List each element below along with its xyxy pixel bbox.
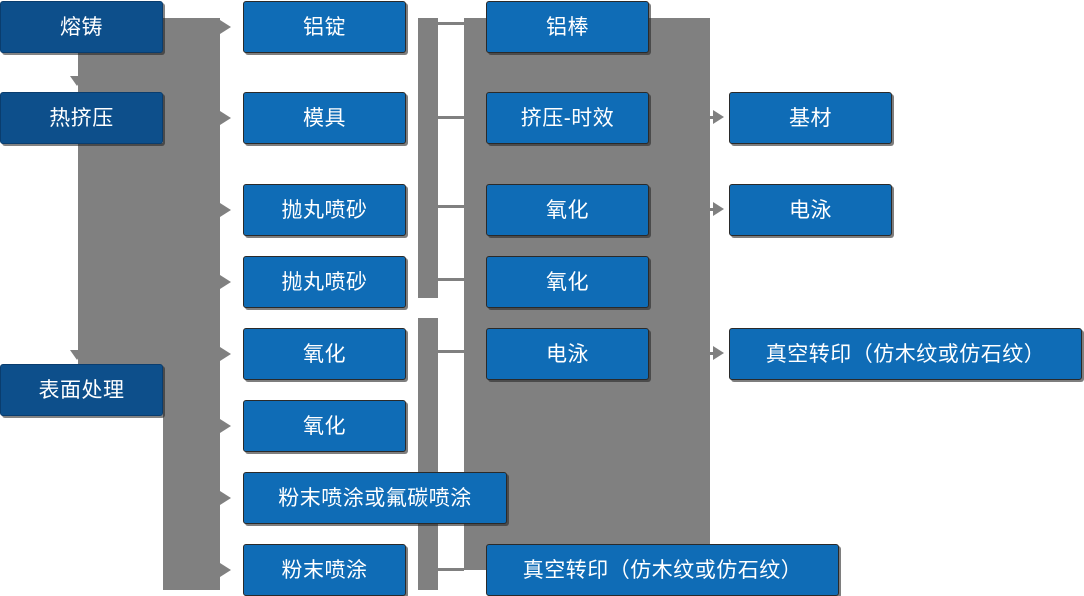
connector-arrow-to-reji (70, 76, 84, 86)
input-label-7: 粉末喷涂 (281, 558, 368, 582)
tie-line-2 (438, 205, 464, 208)
tie-line-1 (438, 116, 464, 119)
output-box-zhenkongzhuanyin[interactable]: 真空转印（仿木纹或仿石纹） (729, 328, 1082, 380)
process-box-dianyong[interactable]: 电泳 (486, 328, 649, 380)
output-label-2: 真空转印（仿木纹或仿石纹） (765, 342, 1046, 366)
arrow-to-output-1 (713, 202, 724, 216)
process-label-4: 电泳 (546, 342, 589, 366)
arrow-to-input-1 (220, 111, 231, 125)
tie-line-0 (438, 22, 464, 25)
input-label-1: 模具 (303, 106, 346, 130)
input-box-lvding[interactable]: 铝锭 (243, 1, 406, 53)
output-box-jicai[interactable]: 基材 (729, 92, 892, 144)
input-label-2: 抛丸喷砂 (281, 198, 368, 222)
stick-to-output-1 (703, 208, 715, 211)
output-box-dianyong[interactable]: 电泳 (729, 184, 892, 236)
arrow-to-input-6 (220, 491, 231, 505)
input-label-5: 氧化 (303, 414, 346, 438)
connector-stub-biaomian (163, 388, 185, 392)
process-box-jiya-shixiao[interactable]: 挤压-时效 (486, 92, 649, 144)
input-box-fenmopentu-huo-futan[interactable]: 粉末喷涂或氟碳喷涂 (243, 472, 507, 524)
stick-to-output-0 (703, 116, 715, 119)
stick-to-output-2 (703, 352, 715, 355)
input-box-muju[interactable]: 模具 (243, 92, 406, 144)
input-label-4: 氧化 (303, 342, 346, 366)
arrow-to-output-2 (713, 346, 724, 360)
arrow-to-input-4 (220, 347, 231, 361)
stage-label-2: 表面处理 (38, 378, 125, 402)
tie-line-3 (438, 278, 464, 281)
input-box-fenmopentu[interactable]: 粉末喷涂 (243, 544, 406, 596)
connector-riser-col2-lower (418, 318, 438, 590)
tie-line-4 (438, 350, 464, 353)
arrow-to-input-3 (220, 275, 231, 289)
process-label-1: 挤压-时效 (520, 106, 615, 130)
process-label-2: 氧化 (546, 198, 589, 222)
input-box-paowanpensha-1[interactable]: 抛丸喷砂 (243, 184, 406, 236)
arrow-to-input-2 (220, 203, 231, 217)
input-label-0: 铝锭 (303, 15, 346, 39)
connector-spine-col1 (163, 18, 220, 590)
input-label-3: 抛丸喷砂 (281, 270, 368, 294)
output-label-0: 基材 (789, 106, 832, 130)
input-box-paowanpensha-2[interactable]: 抛丸喷砂 (243, 256, 406, 308)
input-box-yanghua-2[interactable]: 氧化 (243, 400, 406, 452)
stage-label-0: 熔铸 (60, 15, 103, 39)
arrow-to-input-0 (220, 20, 231, 34)
stage-box-rejiya[interactable]: 热挤压 (0, 92, 163, 144)
arrow-to-input-7 (220, 563, 231, 577)
arrow-to-output-0 (713, 110, 724, 124)
tie-line-5 (438, 568, 464, 571)
connector-riser-col2 (418, 18, 438, 298)
process-label-5: 真空转印（仿木纹或仿石纹） (522, 558, 803, 582)
process-label-3: 氧化 (546, 270, 589, 294)
process-label-0: 铝棒 (546, 15, 589, 39)
process-box-yanghua-2[interactable]: 氧化 (486, 256, 649, 308)
connector-arrow-to-biaomian (70, 350, 84, 360)
output-label-1: 电泳 (789, 198, 832, 222)
arrow-to-input-5 (220, 419, 231, 433)
process-box-zhenkongzhuanyin[interactable]: 真空转印（仿木纹或仿石纹） (486, 544, 839, 596)
input-box-yanghua-1[interactable]: 氧化 (243, 328, 406, 380)
process-box-lvbang[interactable]: 铝棒 (486, 1, 649, 53)
process-box-yanghua-1[interactable]: 氧化 (486, 184, 649, 236)
stage-label-1: 热挤压 (49, 106, 114, 130)
stage-box-biaomianchuli[interactable]: 表面处理 (0, 364, 163, 416)
input-label-6: 粉末喷涂或氟碳喷涂 (278, 486, 472, 510)
stage-box-rongzhu[interactable]: 熔铸 (0, 1, 163, 53)
